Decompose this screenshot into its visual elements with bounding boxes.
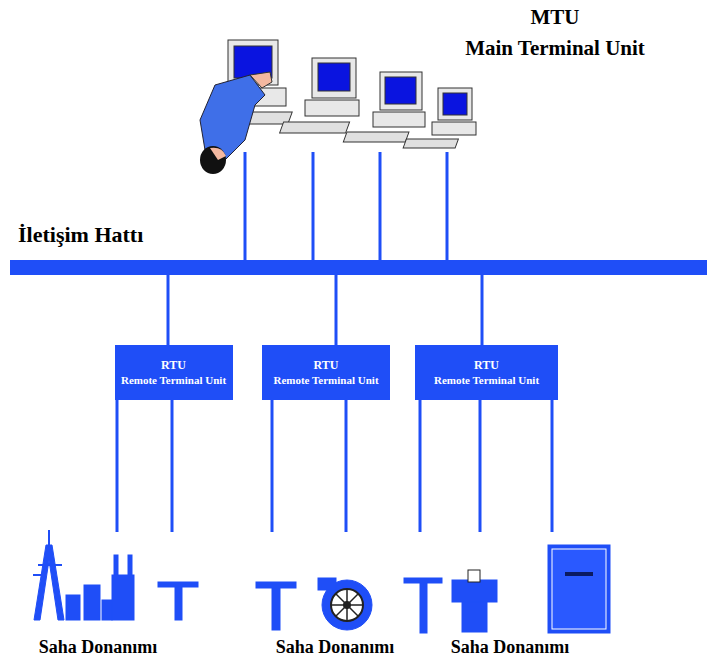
field-equipment-group: Saha Donanımı xyxy=(18,532,178,662)
field-label: Saha Donanımı xyxy=(255,637,415,658)
connector-line xyxy=(171,400,174,532)
bus-label: İletişim Hattı xyxy=(18,222,143,248)
mtu-subtitle: Main Terminal Unit xyxy=(405,33,705,64)
field-equipment-group: Saha Donanımı xyxy=(430,532,590,662)
connector-line xyxy=(312,152,315,260)
connector-line xyxy=(481,275,484,345)
rtu-title: RTU xyxy=(474,358,499,373)
rtu-subtitle: Remote Terminal Unit xyxy=(273,373,378,388)
rtu-box: RTURemote Terminal Unit xyxy=(115,345,233,400)
communication-bus: İletişim Hattı xyxy=(10,260,707,275)
rtu-box: RTURemote Terminal Unit xyxy=(262,345,390,400)
mtu-heading: MTUMain Terminal Unit xyxy=(405,2,705,64)
connector-line xyxy=(446,152,449,260)
rtu-title: RTU xyxy=(314,358,339,373)
field-equipment-group: Saha Donanımı xyxy=(255,532,415,662)
operator-figure xyxy=(200,72,272,174)
main-terminal-unit: MTUMain Terminal Unit xyxy=(200,0,680,152)
connector-line xyxy=(551,400,554,532)
connector-line xyxy=(335,275,338,345)
field-label: Saha Donanımı xyxy=(18,637,178,658)
rtu-subtitle: Remote Terminal Unit xyxy=(121,373,226,388)
rtu-box: RTURemote Terminal Unit xyxy=(415,345,558,400)
connector-line xyxy=(419,400,422,532)
mtu-title: MTU xyxy=(405,2,705,33)
rtu-title: RTU xyxy=(161,358,186,373)
connector-line xyxy=(167,275,170,345)
rtu-subtitle: Remote Terminal Unit xyxy=(434,373,539,388)
connector-line xyxy=(271,400,274,532)
field-label: Saha Donanımı xyxy=(430,637,590,658)
connector-line xyxy=(244,152,247,260)
field-equipment xyxy=(33,530,610,633)
connector-line xyxy=(345,400,348,532)
connector-line xyxy=(479,400,482,532)
connector-line xyxy=(379,152,382,260)
connector-line xyxy=(116,400,119,532)
